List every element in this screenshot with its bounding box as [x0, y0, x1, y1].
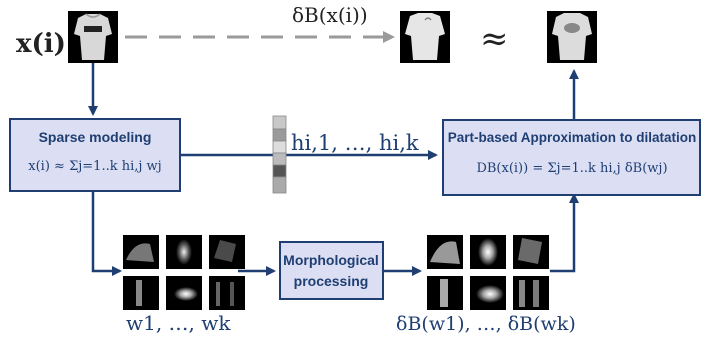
sparse-modeling-box: Sparse modeling x(i) ≈ Σj=1..k hi,j wj: [9, 118, 181, 192]
approximation-box: Part-based Approximation to dilatation D…: [442, 119, 701, 196]
morph-title-line1: Morphological: [283, 252, 379, 268]
coefficient-vector: [272, 115, 287, 194]
arrow-dilated-atoms-to-approx: [550, 193, 579, 273]
dilated-atoms-label: δB(w1), …, δB(wk): [396, 313, 576, 335]
approximation-equation: DB(x(i)) = Σj=1..k hi,j δB(wj): [476, 161, 667, 176]
dilated-image: [400, 11, 450, 63]
input-label: x(i): [16, 29, 66, 59]
coefficient-label: hi,1, …, hi,k: [291, 131, 419, 155]
sparse-modeling-equation: x(i) ≈ Σj=1..k hi,j wj: [28, 159, 161, 174]
arrow-sparse-to-atoms: [91, 192, 122, 276]
atoms-label: w1, …, wk: [126, 311, 231, 335]
morph-title-line2: processing: [294, 273, 369, 289]
approximation-title: Part-based Approximation to dilatation: [448, 130, 697, 145]
approximated-image: [547, 11, 597, 63]
approx-symbol: ≈: [480, 19, 509, 59]
morphological-processing-box: Morphological processing: [279, 241, 384, 300]
atoms-grid: [123, 235, 245, 310]
input-label-x: x(i): [16, 29, 66, 59]
dilated-atoms-grid: [427, 235, 549, 310]
dilation-label: δB(x(i)): [292, 3, 368, 27]
input-image: [68, 11, 118, 63]
sparse-modeling-title: Sparse modeling: [39, 129, 152, 145]
